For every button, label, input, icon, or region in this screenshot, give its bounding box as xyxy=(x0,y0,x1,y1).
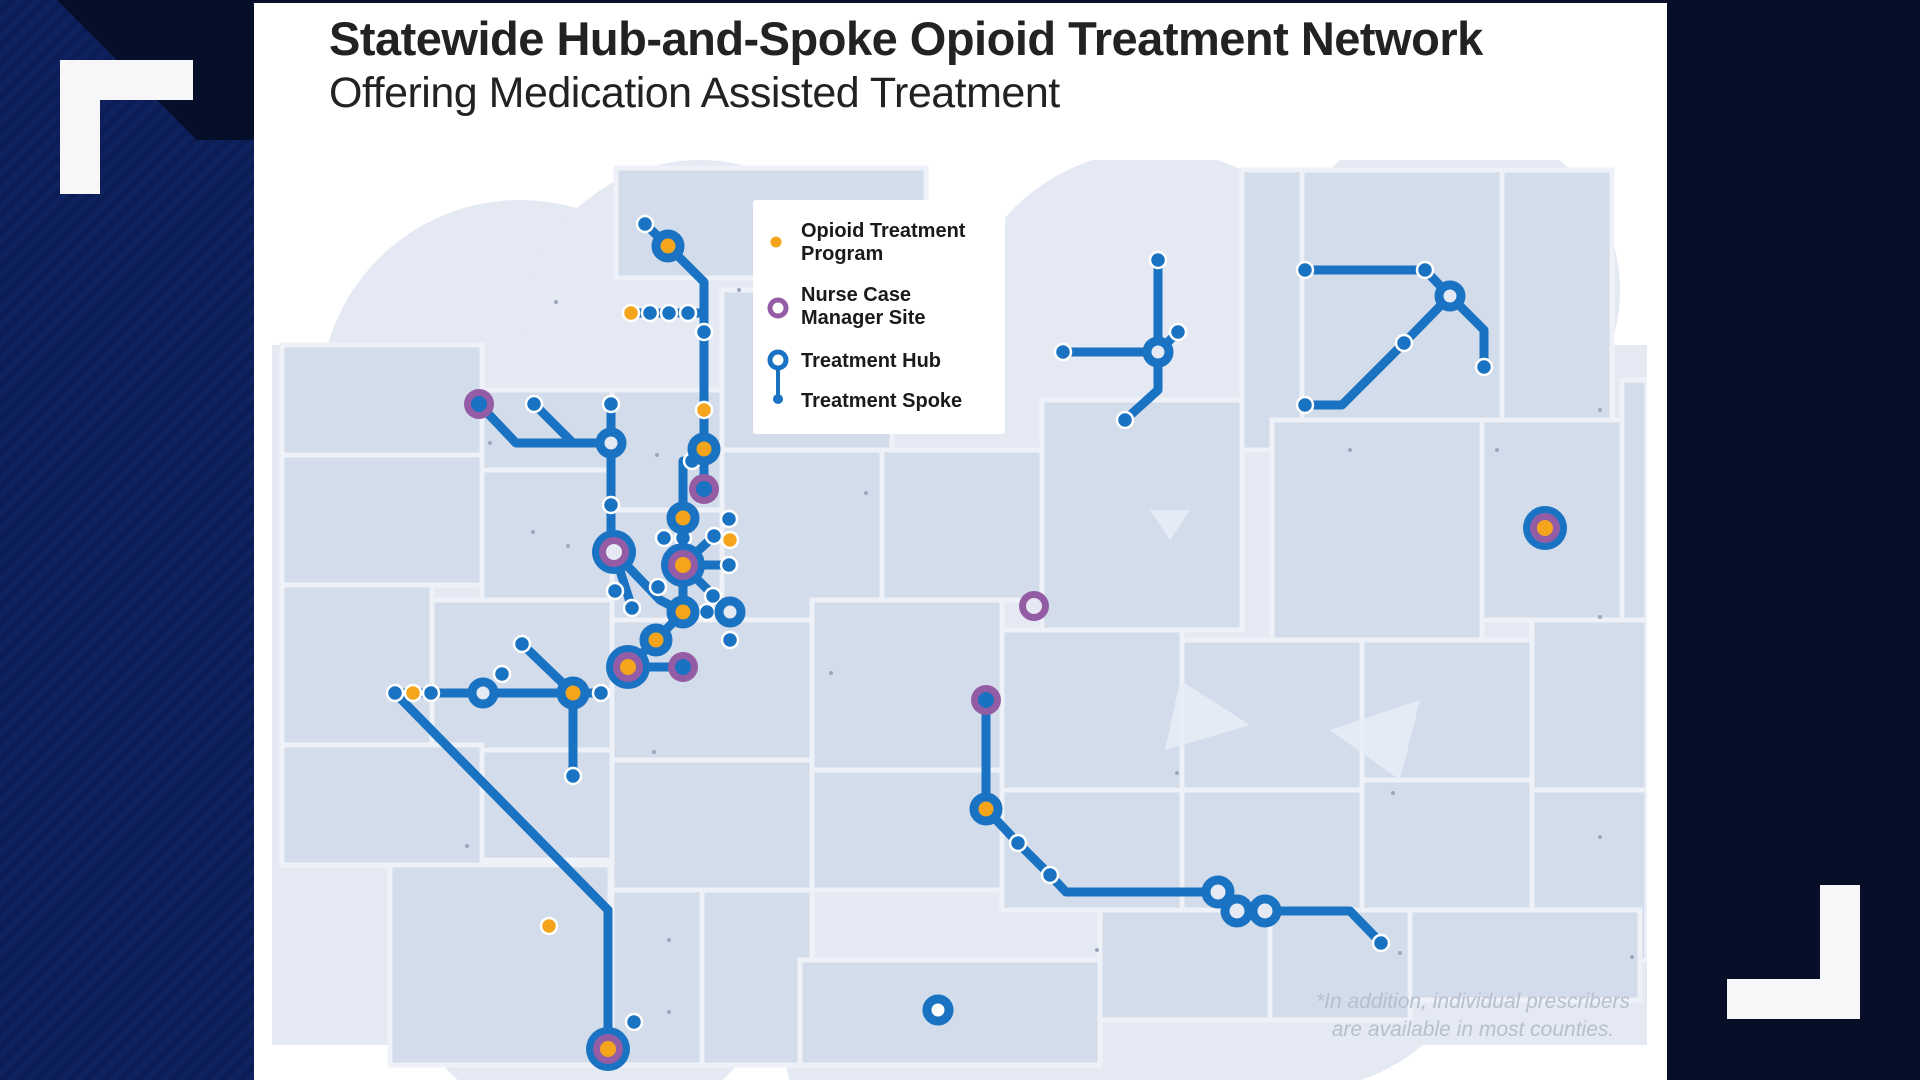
legend-item-nurse: Nurse Case Manager Site xyxy=(753,284,1005,332)
legend-label: Nurse Case xyxy=(801,284,912,306)
frame-bracket-top-left-v xyxy=(60,60,100,194)
frame-bracket-bottom-right-v xyxy=(1820,885,1860,1019)
infographic-panel: Statewide Hub-and-Spoke Opioid Treatment… xyxy=(254,3,1667,1080)
legend-label: Opioid Treatment xyxy=(801,220,966,242)
background-top xyxy=(254,0,1667,3)
hub-spoke-icon xyxy=(767,349,789,404)
state-map xyxy=(272,160,1647,1080)
legend-label: Manager Site xyxy=(801,307,926,329)
legend-item-otp: Opioid Treatment Program xyxy=(753,220,1005,268)
map-base xyxy=(272,160,1647,1080)
orange-dot-icon xyxy=(770,236,782,248)
legend-item-hub: Treatment Hub xyxy=(753,350,1005,374)
background-stripes xyxy=(0,0,254,1080)
legend-item-spoke: Treatment Spoke xyxy=(753,390,1005,414)
hub-nurse-nodes xyxy=(586,506,1567,1071)
legend-label: Treatment Hub xyxy=(801,350,942,372)
footnote-line: *In addition, individual prescribers xyxy=(1315,990,1630,1013)
background-right xyxy=(1667,0,1920,1080)
map-legend: Opioid Treatment Program Nurse Case Mana… xyxy=(753,200,1005,434)
legend-label: Program xyxy=(801,243,884,265)
footnote-line: are available in most counties. xyxy=(1331,1018,1615,1041)
nurse-nodes xyxy=(464,389,1049,715)
legend-label: Treatment Spoke xyxy=(801,390,963,412)
hub-nodes xyxy=(467,229,1466,1026)
footnote: *In addition, individual prescribers are… xyxy=(1288,988,1658,1044)
page-title: Statewide Hub-and-Spoke Opioid Treatment… xyxy=(329,12,1483,65)
page-subtitle: Offering Medication Assisted Treatment xyxy=(329,69,1060,117)
network-nodes xyxy=(385,214,1494,1032)
purple-ring-icon xyxy=(767,297,789,319)
